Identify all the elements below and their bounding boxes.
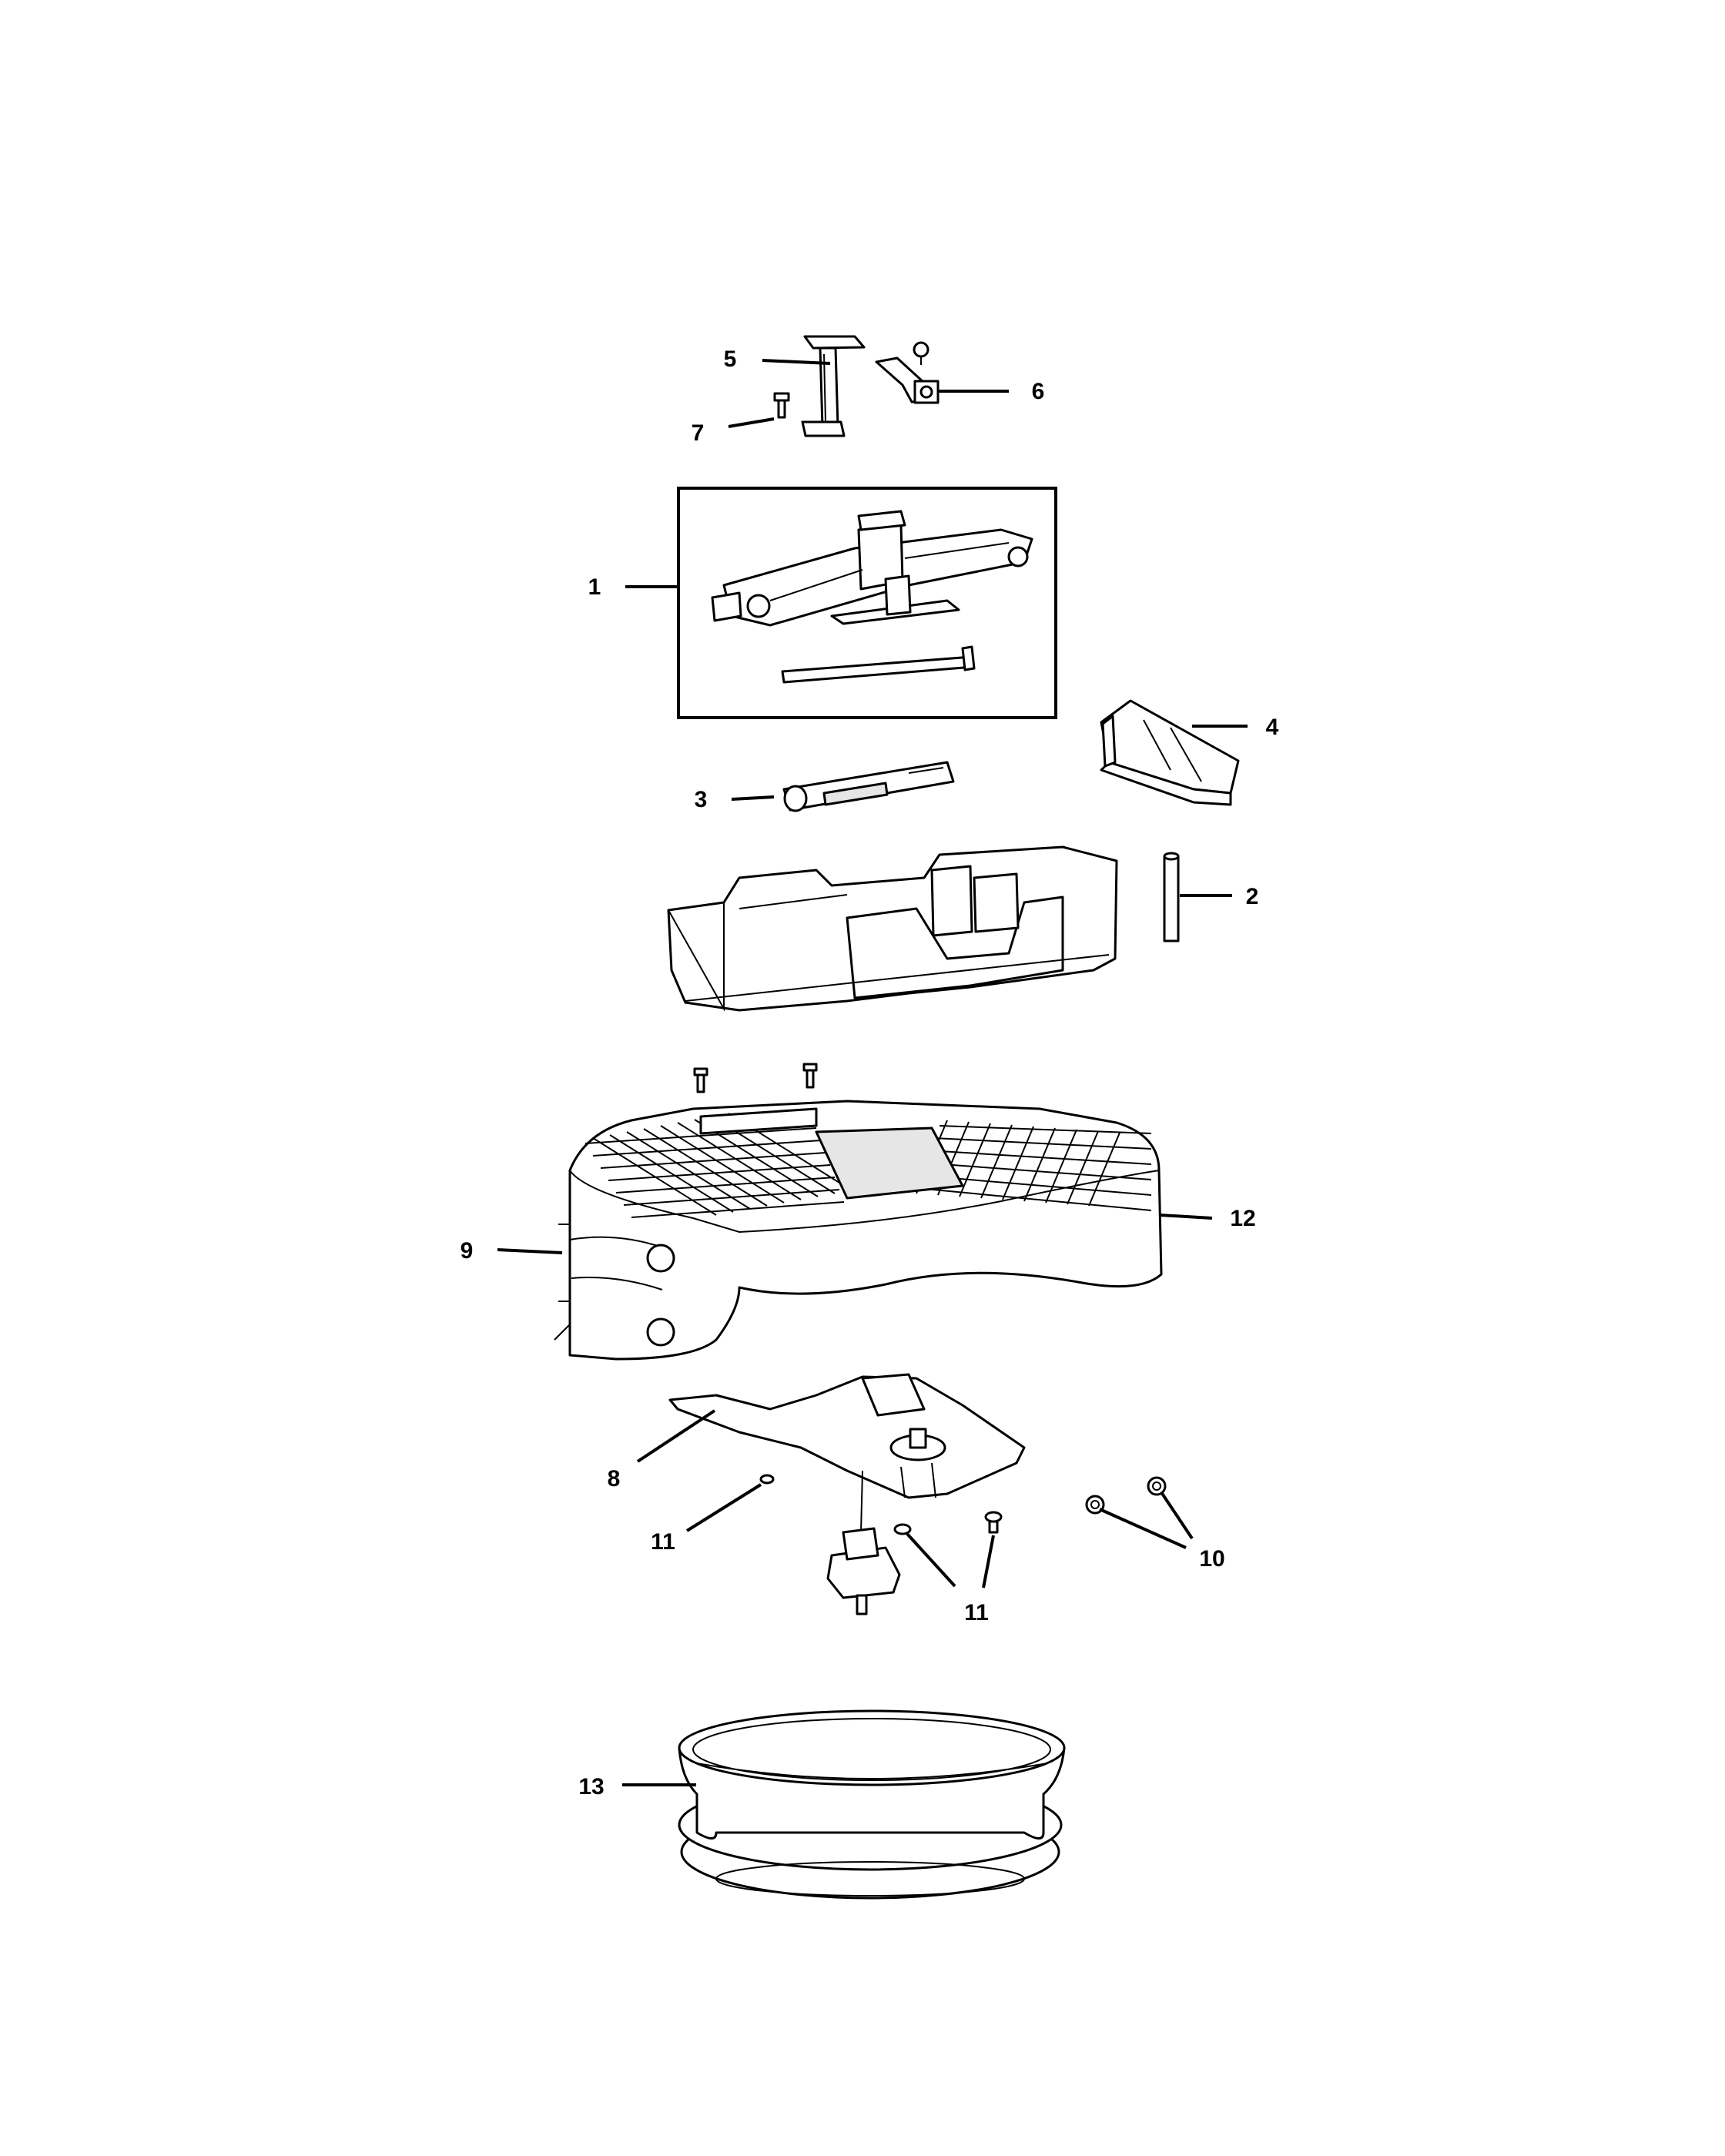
- callout-3: 3: [695, 787, 708, 812]
- part-8-hoist-bracket[interactable]: [668, 1373, 1026, 1499]
- part-1-jack-handle[interactable]: [781, 645, 976, 684]
- callout-9: 9: [461, 1238, 474, 1264]
- part-11-nut-c[interactable]: [984, 1511, 1003, 1534]
- mat-screw-left[interactable]: [693, 1067, 708, 1093]
- callout-5: 5: [724, 346, 737, 372]
- mat-screw-right[interactable]: [802, 1063, 818, 1089]
- hoist-cable-assembly[interactable]: [826, 1470, 901, 1615]
- part-11-nut-a[interactable]: [759, 1474, 775, 1485]
- part-2-pin[interactable]: [1163, 852, 1180, 942]
- callout-8: 8: [608, 1466, 621, 1491]
- part-12-tire-cover[interactable]: [554, 1100, 1163, 1361]
- part-3-wrench[interactable]: [782, 761, 955, 812]
- part-5-bracket[interactable]: [801, 335, 866, 437]
- part-4-chock[interactable]: [1100, 699, 1240, 806]
- cover-center-opening: [699, 1107, 964, 1200]
- part-6-clip[interactable]: [875, 341, 940, 404]
- callout-6: 6: [1032, 379, 1045, 404]
- part-7-screw[interactable]: [773, 392, 790, 419]
- callout-1: 1: [588, 574, 601, 600]
- callout-11-left: 11: [651, 1529, 675, 1555]
- callout-labels: 1 2 3 4 5 6 7 8 9 10 11 11 12 13: [461, 346, 1279, 1799]
- foam-storage-tray[interactable]: [667, 845, 1118, 1012]
- part-11-nut-b[interactable]: [893, 1523, 912, 1535]
- callout-10: 10: [1199, 1546, 1224, 1572]
- callout-11-right: 11: [964, 1600, 989, 1625]
- part-1-kit-box: [677, 487, 1057, 719]
- part-10-nut-a[interactable]: [1085, 1495, 1105, 1515]
- part-1-jack[interactable]: [711, 510, 1033, 627]
- part-10-nut-b[interactable]: [1147, 1476, 1167, 1496]
- callout-4: 4: [1266, 715, 1279, 740]
- callout-12: 12: [1230, 1206, 1255, 1231]
- callout-2: 2: [1246, 884, 1259, 909]
- part-13-spare-wheel[interactable]: [678, 1709, 1066, 1900]
- callout-7: 7: [692, 420, 705, 446]
- leader-lines: [497, 359, 1248, 1786]
- callout-13: 13: [578, 1774, 604, 1799]
